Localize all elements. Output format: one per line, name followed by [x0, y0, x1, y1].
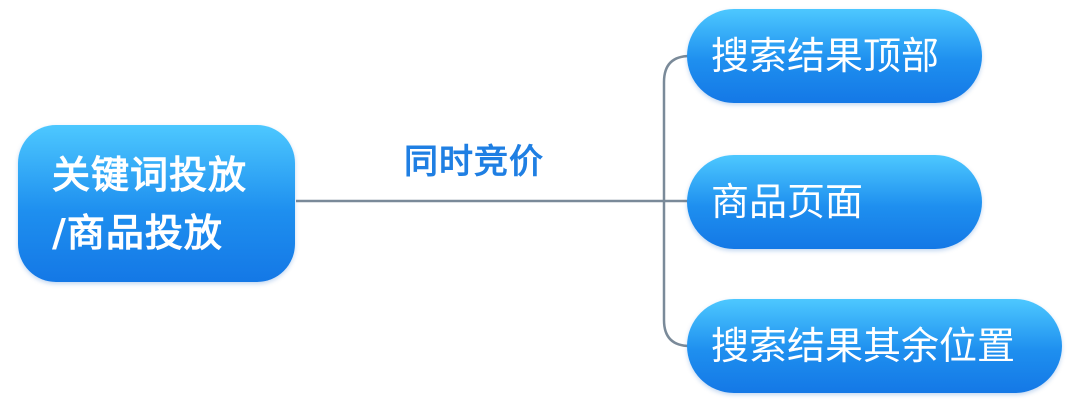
child-node-product-page: 商品页面	[687, 155, 982, 249]
child-node-search-results-rest: 搜索结果其余位置	[687, 299, 1062, 393]
root-node-label-line-1: 关键词投放	[52, 152, 248, 197]
edge-label-simultaneous-bidding: 同时竞价	[404, 142, 544, 182]
child-node-search-results-top: 搜索结果顶部	[687, 9, 982, 103]
root-node-label-line-2: /商品投放	[52, 210, 223, 255]
root-node-keyword-product-targeting: 关键词投放 /商品投放	[18, 125, 295, 282]
root-node-label: 关键词投放 /商品投放	[52, 146, 247, 262]
